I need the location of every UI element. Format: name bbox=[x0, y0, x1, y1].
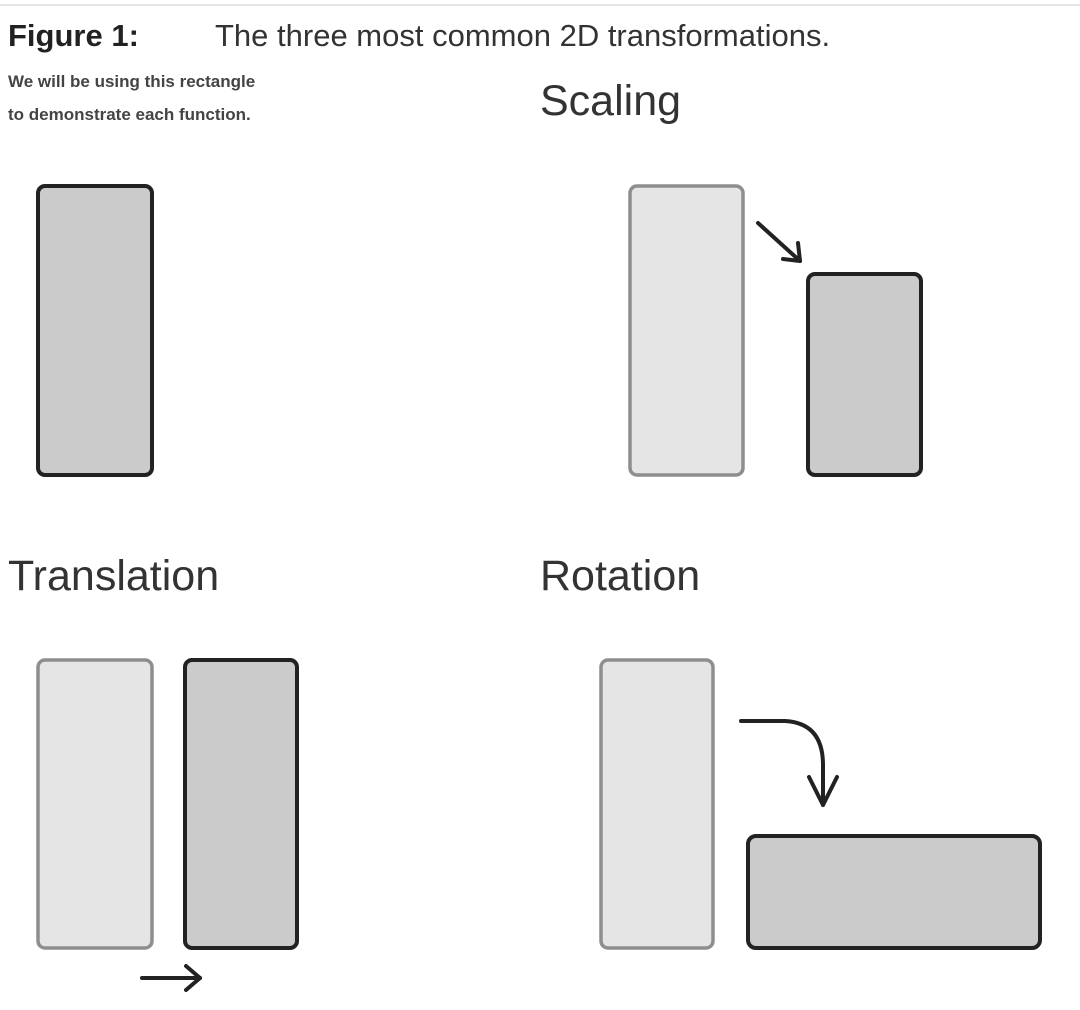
scaling-label: Scaling bbox=[540, 77, 681, 125]
translation-original-ghost bbox=[36, 658, 154, 950]
figure-title: The three most common 2D transformations… bbox=[215, 18, 830, 53]
subtitle-line-1: We will be using this rectangle bbox=[8, 72, 255, 91]
rotated-rectangle bbox=[746, 834, 1042, 950]
rotation-label: Rotation bbox=[540, 552, 700, 600]
translation-arrow-icon bbox=[140, 964, 202, 992]
scaling-arrow-icon bbox=[756, 221, 802, 263]
rotation-original-ghost bbox=[599, 658, 715, 950]
figure-label: Figure 1: bbox=[8, 18, 139, 53]
scaled-rectangle bbox=[806, 272, 923, 477]
translation-label: Translation bbox=[8, 552, 219, 600]
original-rectangle bbox=[36, 184, 154, 477]
translated-rectangle bbox=[183, 658, 299, 950]
rotation-arrow-icon bbox=[739, 719, 839, 807]
subtitle-line-2: to demonstrate each function. bbox=[8, 105, 251, 124]
scaling-original-ghost bbox=[628, 184, 745, 477]
